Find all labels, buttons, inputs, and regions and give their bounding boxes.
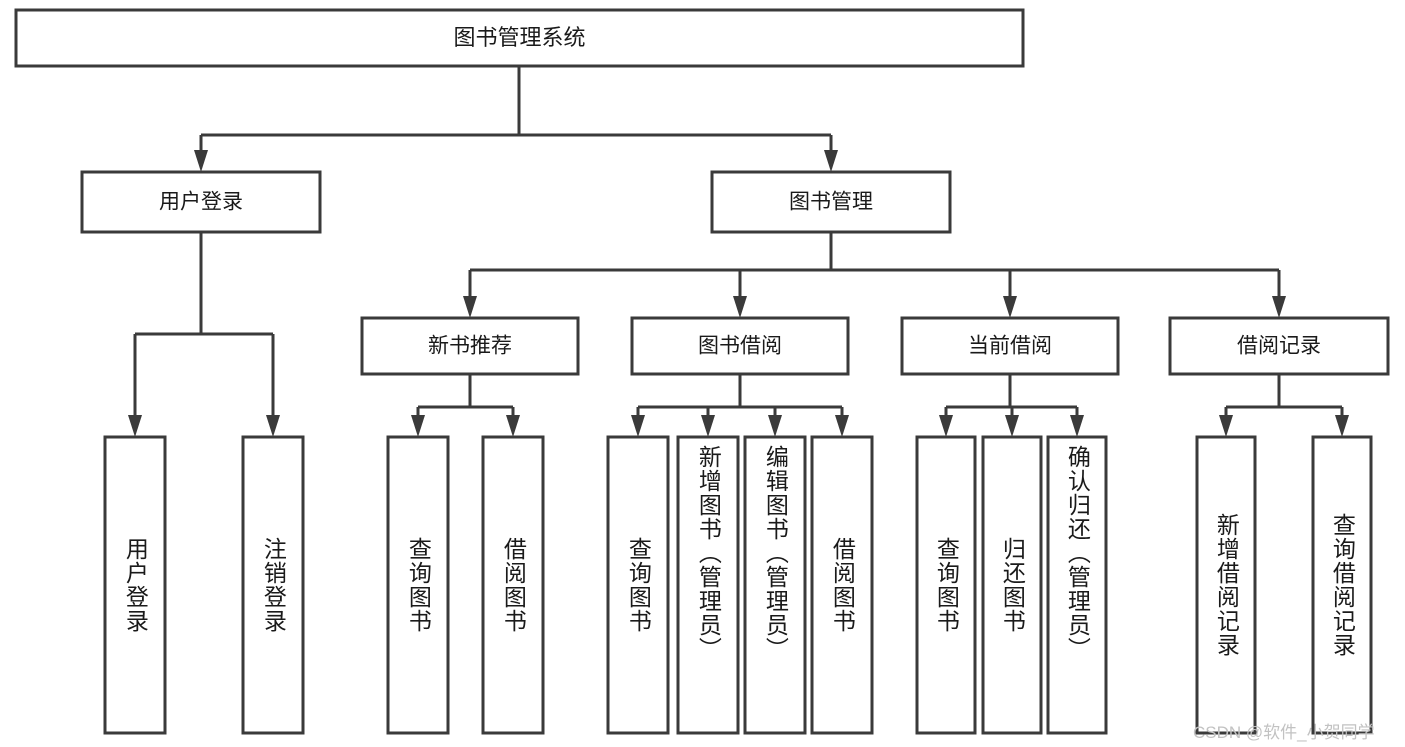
node-label-book-manage: 图书管理 bbox=[789, 191, 873, 214]
arrow-leaf-3-2 bbox=[1070, 415, 1084, 437]
node-box-leaf-add-book bbox=[676, 435, 740, 735]
arrow-leaf-0-1 bbox=[266, 415, 280, 437]
node-box-leaf-add-record bbox=[1195, 435, 1257, 735]
node-label-book-borrow: 图书借阅 bbox=[698, 335, 782, 358]
arrow-level1-0 bbox=[194, 150, 208, 172]
node-box-leaf-return-book bbox=[981, 435, 1043, 735]
node-box-leaf-query-book-3 bbox=[915, 435, 977, 735]
node-box-leaf-query-book-2 bbox=[606, 435, 670, 735]
arrow-leaf-4-0 bbox=[1219, 415, 1233, 437]
node-box-leaf-edit-book bbox=[743, 435, 807, 735]
node-box-new-book-rec bbox=[360, 316, 580, 376]
arrow-leaf-1-0 bbox=[411, 415, 425, 437]
connector-layer bbox=[128, 66, 1349, 437]
node-box-layer bbox=[14, 8, 1390, 735]
arrow-level2-1 bbox=[733, 296, 747, 318]
arrow-leaf-2-3 bbox=[835, 415, 849, 437]
node-box-root bbox=[14, 8, 1025, 68]
arrow-leaf-0-0 bbox=[128, 415, 142, 437]
csdn-watermark: CSDN @软件_小贺同学 bbox=[1193, 723, 1375, 742]
node-label-root: 图书管理系统 bbox=[453, 25, 585, 50]
arrow-leaf-2-1 bbox=[701, 415, 715, 437]
node-label-new-book-rec: 新书推荐 bbox=[428, 335, 512, 358]
node-label-current-borrow: 当前借阅 bbox=[968, 335, 1052, 358]
arrow-leaf-3-0 bbox=[939, 415, 953, 437]
node-box-user-login bbox=[80, 170, 322, 234]
node-label-user-login: 用户登录 bbox=[159, 191, 243, 214]
node-box-leaf-confirm-return bbox=[1046, 435, 1108, 735]
node-box-leaf-user-login bbox=[103, 435, 167, 735]
node-box-leaf-borrow-book-2 bbox=[810, 435, 874, 735]
node-box-current-borrow bbox=[900, 316, 1120, 376]
node-box-leaf-borrow-book-1 bbox=[481, 435, 545, 735]
node-box-leaf-logout bbox=[241, 435, 305, 735]
node-box-leaf-query-record bbox=[1311, 435, 1373, 735]
arrow-leaf-3-1 bbox=[1005, 415, 1019, 437]
arrow-level2-0 bbox=[463, 296, 477, 318]
arrow-leaf-2-0 bbox=[631, 415, 645, 437]
arrow-level2-2 bbox=[1003, 296, 1017, 318]
arrow-level1-1 bbox=[824, 150, 838, 172]
node-box-book-borrow bbox=[630, 316, 850, 376]
arrow-leaf-2-2 bbox=[768, 415, 782, 437]
arrow-leaf-1-1 bbox=[506, 415, 520, 437]
arrow-leaf-4-1 bbox=[1335, 415, 1349, 437]
node-box-borrow-record bbox=[1168, 316, 1390, 376]
node-box-book-manage bbox=[710, 170, 952, 234]
node-label-borrow-record: 借阅记录 bbox=[1237, 335, 1321, 358]
arrow-level2-3 bbox=[1272, 296, 1286, 318]
node-box-leaf-query-book-1 bbox=[386, 435, 450, 735]
